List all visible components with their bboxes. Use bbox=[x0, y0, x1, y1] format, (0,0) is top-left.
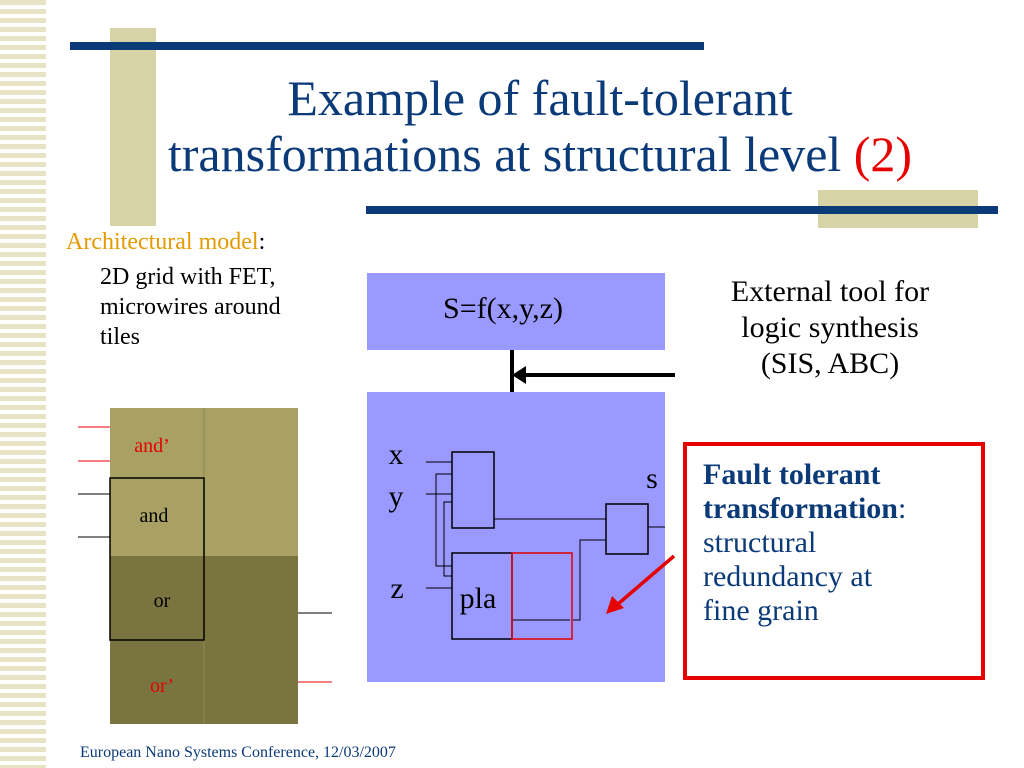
arch-line-3: tiles bbox=[100, 324, 140, 350]
title-line-2-text: transformations at structural level bbox=[167, 126, 842, 182]
tile-top-left bbox=[110, 408, 204, 556]
footer-text: European Nano Systems Conference, 12/03/… bbox=[80, 744, 396, 761]
gate-upper bbox=[451, 451, 495, 529]
circuit-lines bbox=[426, 461, 665, 621]
tile-label-or-prime: or’ bbox=[150, 675, 174, 697]
input-z-label: z bbox=[390, 572, 403, 605]
input-y-label: y bbox=[389, 480, 404, 513]
ft-bold-1: Fault tolerant bbox=[703, 458, 881, 491]
fault-tolerant-box bbox=[683, 442, 985, 680]
red-pointer-shaft bbox=[616, 554, 676, 606]
title-line-1: Example of fault-tolerant bbox=[287, 70, 793, 126]
arch-line-2: microwires around bbox=[100, 294, 281, 320]
title-line-2: transformations at structural level (2) bbox=[60, 126, 1020, 182]
tile-label-or: or bbox=[154, 590, 171, 612]
architectural-model-heading: Architectural model: bbox=[66, 228, 265, 256]
architectural-model-description: 2D grid with FET, microwires around tile… bbox=[100, 262, 281, 352]
function-box bbox=[367, 273, 665, 350]
tile-label-and: and bbox=[140, 505, 169, 527]
external-tool-caption: External tool for logic synthesis (SIS, … bbox=[680, 274, 980, 382]
external-tool-line-1: External tool for bbox=[730, 275, 930, 308]
ft-colon: : bbox=[897, 492, 907, 525]
gate-output bbox=[605, 503, 649, 555]
pla-label: pla bbox=[460, 582, 497, 615]
top-title-bar bbox=[70, 42, 704, 50]
fanout-y-to-lower bbox=[443, 501, 452, 577]
input-x-label: x bbox=[389, 438, 404, 471]
tile-label-and-prime: and’ bbox=[134, 435, 170, 457]
red-pointer-head bbox=[606, 596, 624, 614]
tile-selection-outline bbox=[109, 477, 205, 641]
top-deco-block bbox=[110, 28, 156, 226]
ft-bold-2: transformation bbox=[703, 492, 898, 525]
tool-arrow-head bbox=[512, 366, 526, 384]
external-tool-line-3: (SIS, ABC) bbox=[760, 347, 900, 380]
architectural-model-label: Architectural model bbox=[66, 229, 259, 255]
arch-line-1: 2D grid with FET, bbox=[100, 264, 276, 290]
ft-line-1: structural bbox=[703, 526, 817, 559]
architectural-model-colon: : bbox=[258, 229, 266, 255]
circuit-panel bbox=[367, 392, 665, 682]
title-number: (2) bbox=[853, 126, 913, 182]
ft-line-3: fine grain bbox=[703, 594, 819, 627]
tile-grid: and’ and or or’ bbox=[78, 408, 332, 724]
external-tool-line-2: logic synthesis bbox=[741, 311, 919, 344]
output-s-label: s bbox=[646, 462, 658, 495]
bottom-title-bar bbox=[366, 206, 998, 214]
ft-bold-line-2: transformation: bbox=[703, 492, 906, 526]
pla-redundant-block bbox=[511, 552, 573, 640]
ft-line-2: redundancy at bbox=[703, 560, 873, 593]
slide-title: Example of fault-tolerant transformation… bbox=[60, 70, 1020, 182]
tile-bottom-right bbox=[204, 556, 298, 724]
left-stripes-decoration bbox=[0, 0, 46, 768]
function-label: S=f(x,y,z) bbox=[443, 292, 563, 325]
pla-to-gate3 bbox=[573, 539, 606, 621]
tile-top-right bbox=[204, 408, 298, 556]
ft-bold-line-1: Fault tolerant bbox=[703, 458, 906, 492]
fault-tolerant-text: Fault tolerant transformation: structura… bbox=[703, 458, 906, 628]
